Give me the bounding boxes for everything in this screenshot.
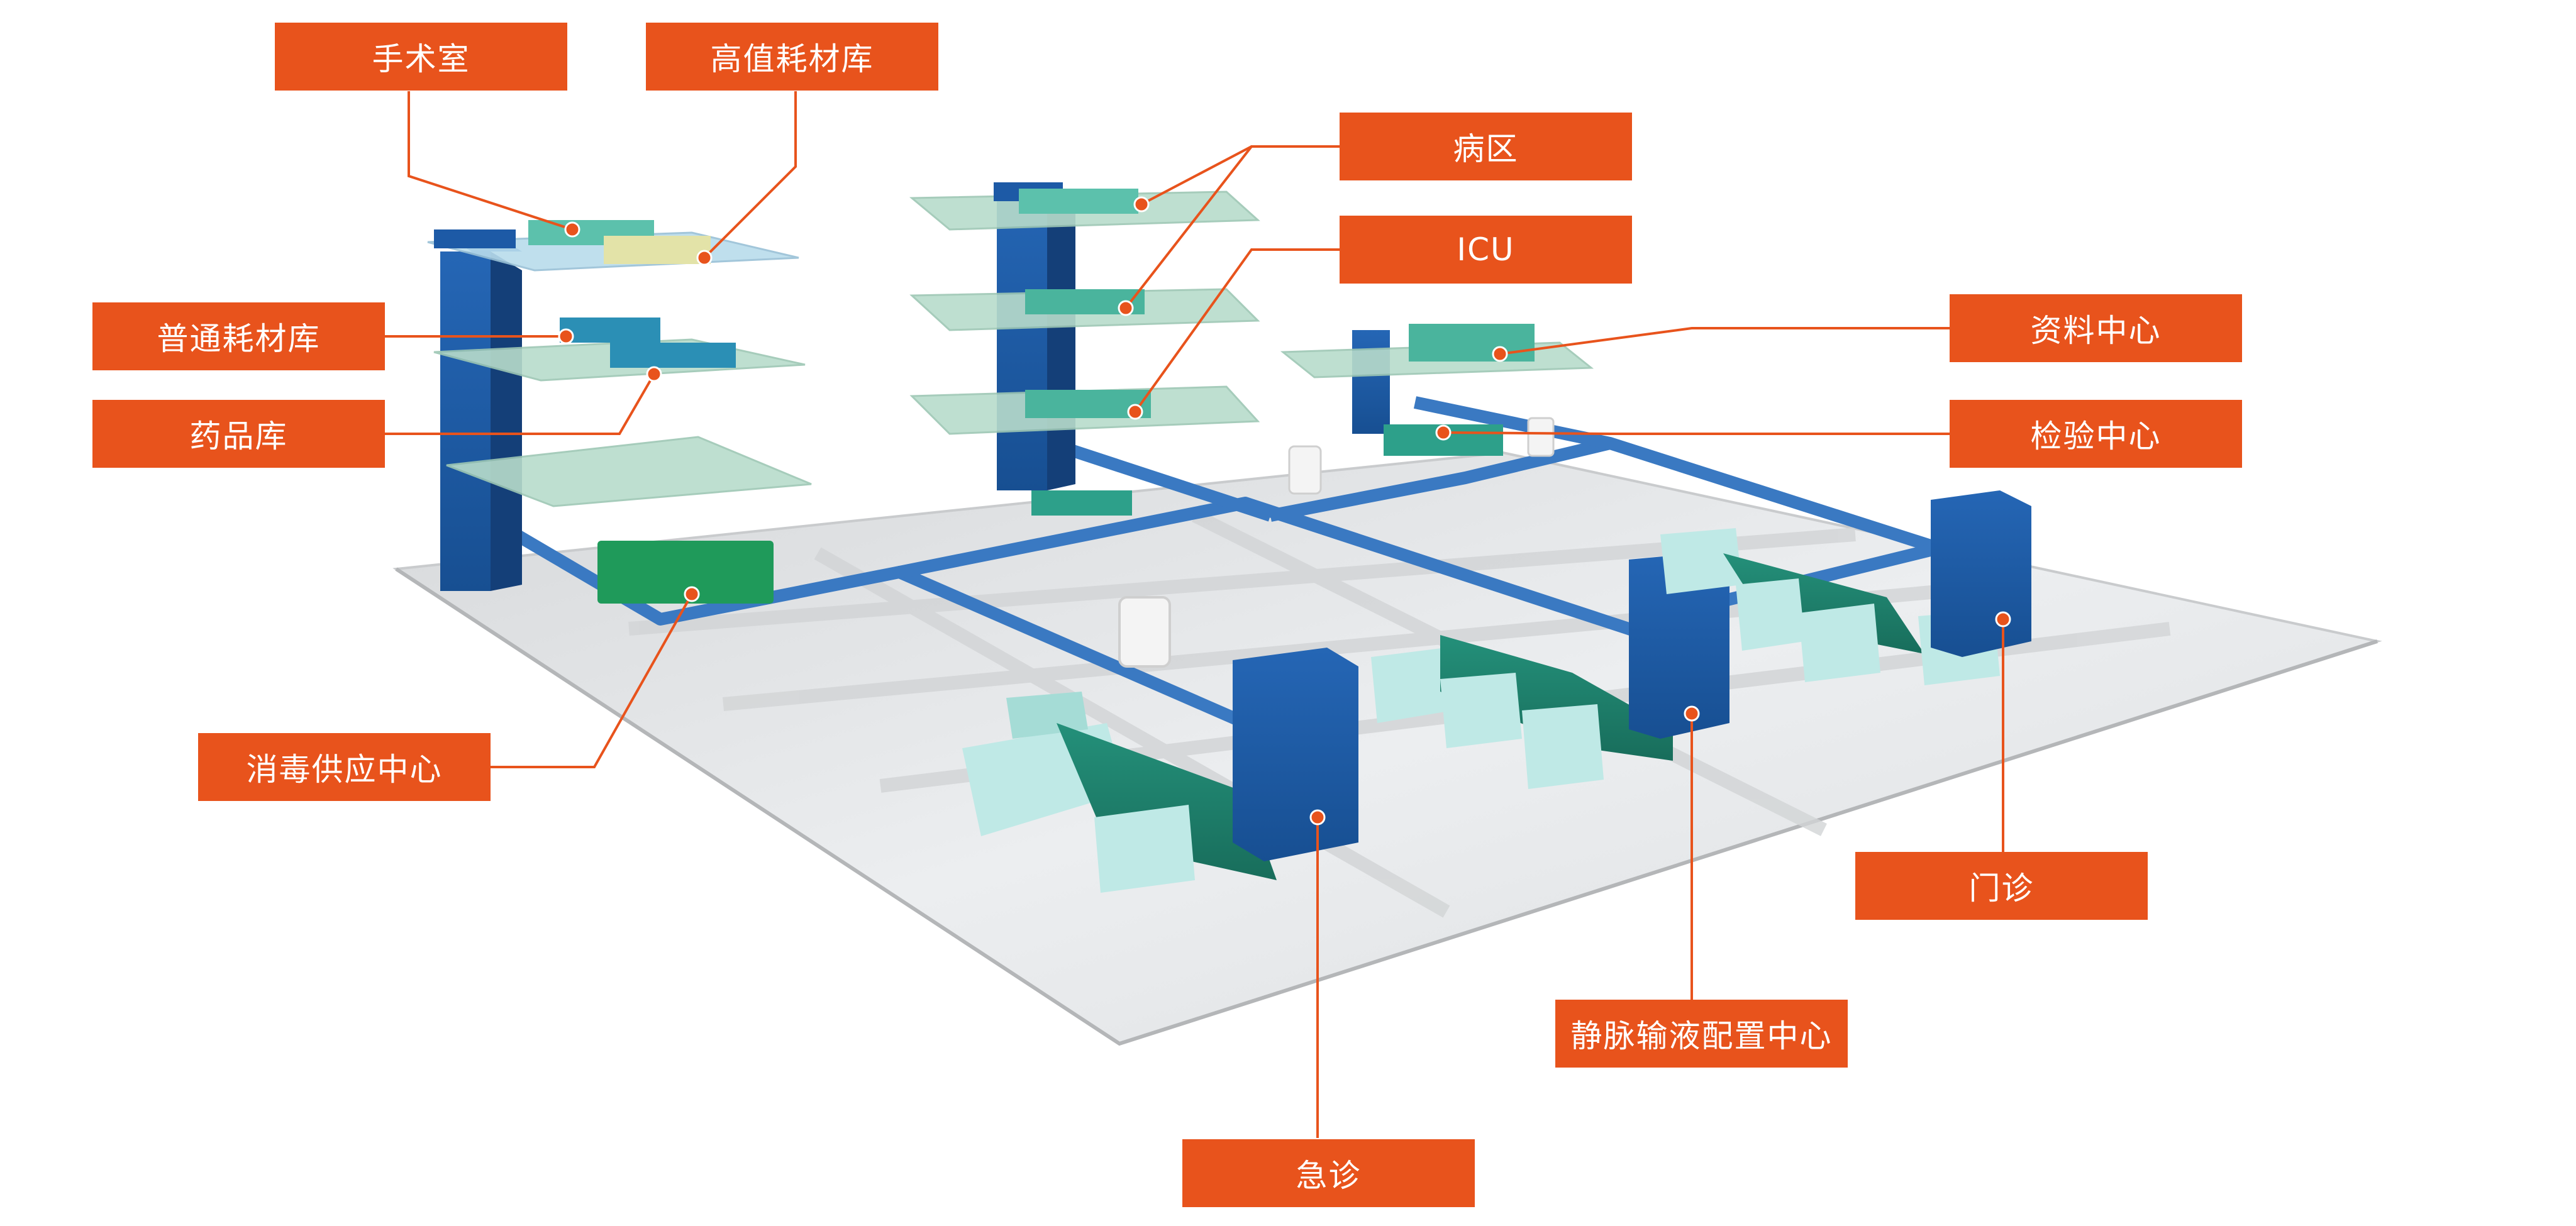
label-lab-center: 检验中心 [1950, 400, 2242, 468]
iv-center-building [1371, 553, 1729, 789]
label-operating-room: 手术室 [275, 23, 567, 91]
left-tower [427, 220, 812, 604]
label-ward: 病区 [1340, 113, 1632, 180]
label-sterile-supply: 消毒供应中心 [198, 733, 491, 801]
label-icu: ICU [1340, 216, 1632, 284]
label-pharmacy: 药品库 [92, 400, 385, 468]
label-general-storage: 普通耗材库 [92, 302, 385, 370]
emergency-building [962, 648, 1358, 893]
label-records-center: 资料中心 [1950, 294, 2242, 362]
robot-icon [1118, 417, 1555, 668]
label-emergency: 急诊 [1182, 1139, 1475, 1207]
label-high-value-storage: 高值耗材库 [646, 23, 938, 91]
middle-tower [909, 182, 1260, 516]
leader-dots [558, 196, 2011, 826]
leader-lines [384, 91, 2004, 1138]
label-iv-center: 静脉输液配置中心 [1555, 1000, 1848, 1068]
label-outpatient: 门诊 [1855, 852, 2148, 920]
